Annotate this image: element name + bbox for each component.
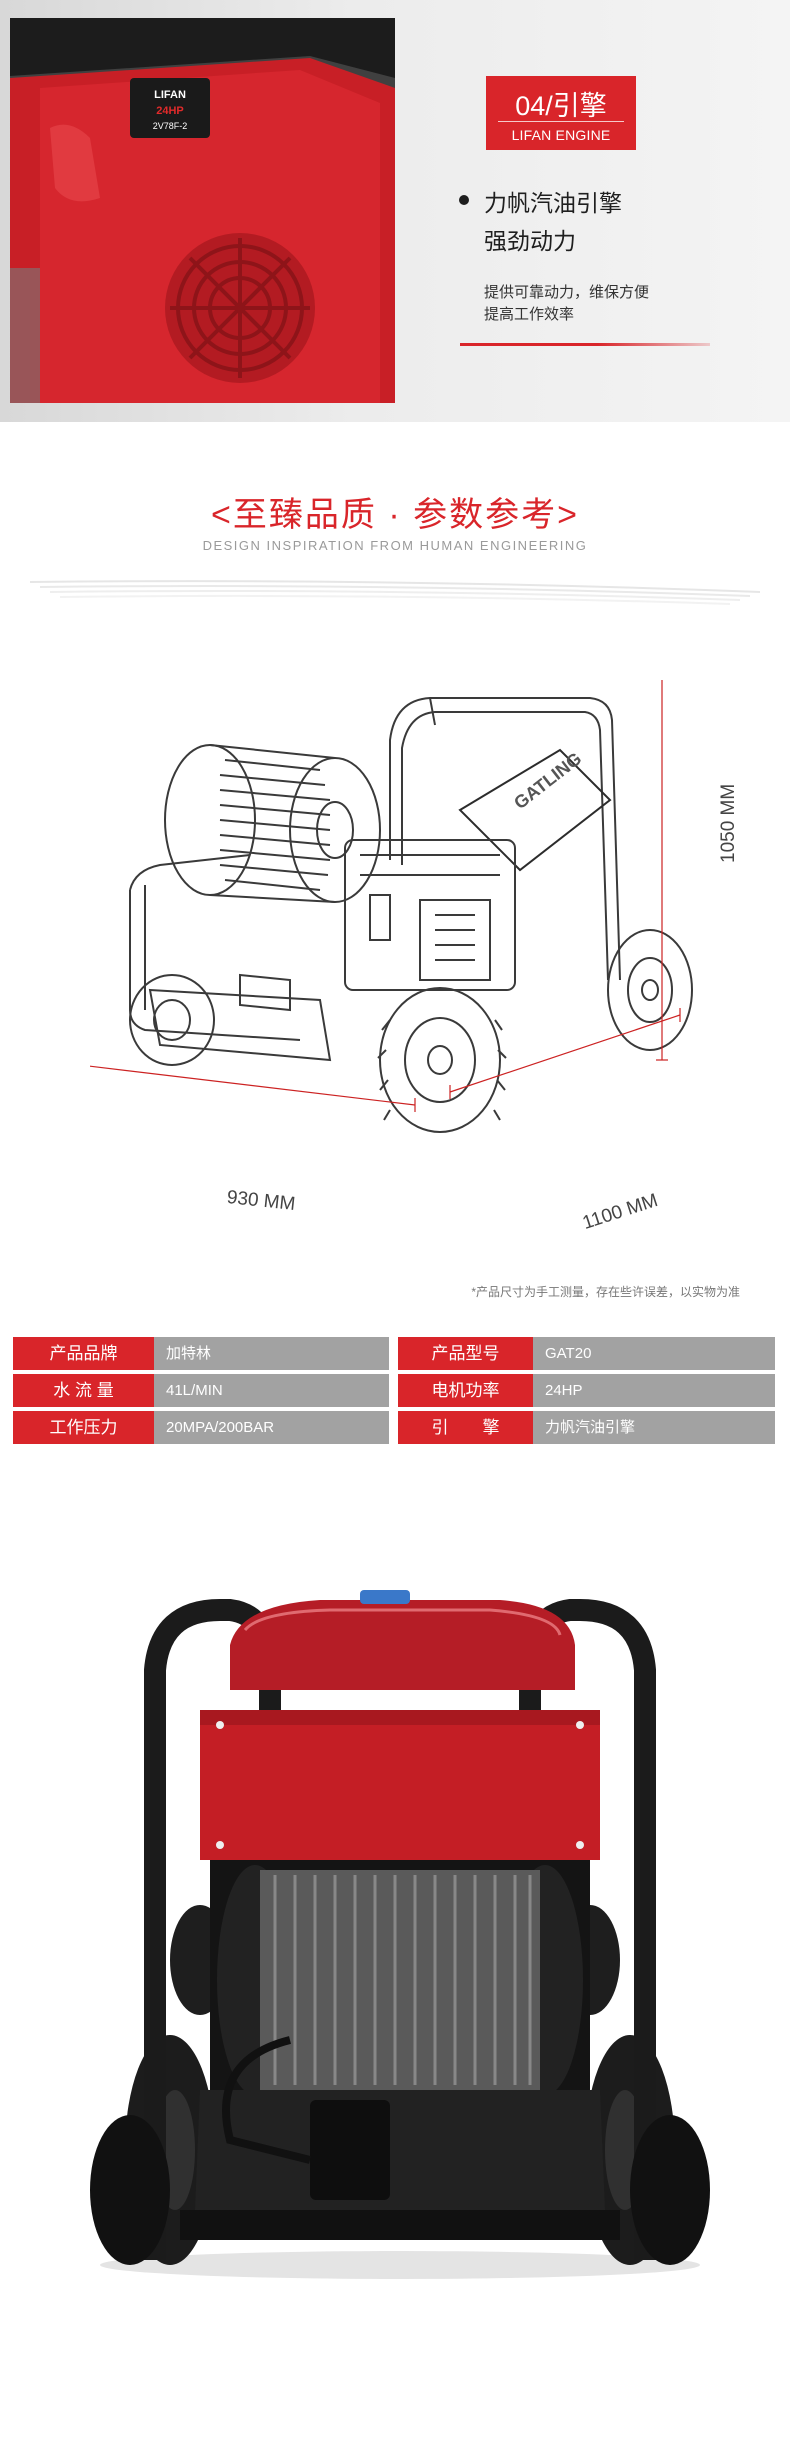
spec-value-engine: 力帆汽油引擎: [533, 1411, 775, 1444]
spec-label-model: 产品型号: [398, 1337, 533, 1370]
title-swoosh-decoration: [30, 580, 760, 605]
spec-value-brand: 加特林: [154, 1337, 389, 1370]
spec-value-power: 24HP: [533, 1374, 775, 1407]
dimension-height: 1050 MM: [718, 783, 739, 863]
spec-label-pressure: 工作压力: [13, 1411, 154, 1444]
spec-value-flow: 41L/MIN: [154, 1374, 389, 1407]
spec-label-flow: 水 流 量: [13, 1374, 154, 1407]
engine-banner: LIFAN 24HP 2V78F-2 04/引擎 LIFAN ENGINE 力帆…: [0, 0, 790, 422]
engine-photo: LIFAN 24HP 2V78F-2: [10, 18, 395, 403]
badge-divider: [498, 121, 624, 122]
bullet-dot-icon: [459, 195, 469, 205]
badge-subtitle: LIFAN ENGINE: [511, 127, 611, 143]
spec-value-pressure: 20MPA/200BAR: [154, 1411, 389, 1444]
headline-line1: 力帆汽油引擎: [484, 190, 622, 216]
photo-model-text: 2V78F-2: [153, 121, 188, 131]
photo-brand-text: LIFAN: [154, 89, 186, 101]
spec-label-brand: 产品品牌: [13, 1337, 154, 1370]
photo-hp-text: 24HP: [156, 105, 184, 117]
machine-line-drawing: GATLING: [90, 680, 693, 1133]
headline-line2: 强劲动力: [484, 228, 576, 254]
section-badge: 04/引擎 LIFAN ENGINE: [486, 76, 636, 150]
machine-front-photo: [90, 1590, 710, 2279]
params-subtitle: DESIGN INSPIRATION FROM HUMAN ENGINEERIN…: [202, 538, 588, 553]
description-line1: 提供可靠动力，维保方便: [484, 284, 650, 301]
measurement-note: *产品尺寸为手工测量，存在些许误差，以实物为准: [471, 1285, 740, 1299]
spec-label-power: 电机功率: [398, 1374, 533, 1407]
badge-title: 04/引擎: [515, 91, 607, 121]
accent-rule: [460, 343, 710, 346]
spec-label-engine: 引 擎: [398, 1411, 533, 1444]
params-title: <至臻品质 · 参数参考>: [211, 496, 579, 534]
description-line2: 提高工作效率: [484, 306, 575, 323]
spec-value-model: GAT20: [533, 1337, 775, 1370]
